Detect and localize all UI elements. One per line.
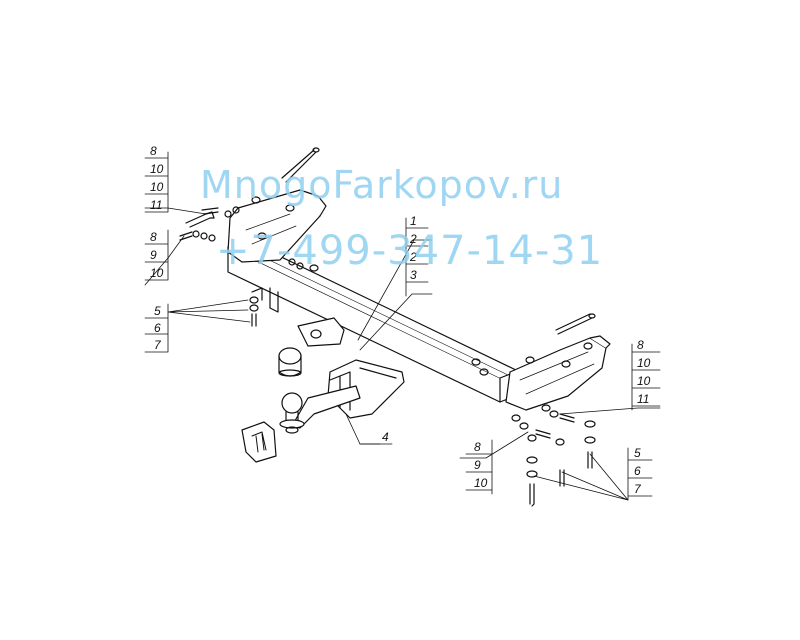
callout-left-top-2: 10 xyxy=(150,162,164,176)
callout-right-mid-3: 10 xyxy=(474,476,488,490)
callout-left-low-1: 5 xyxy=(154,304,161,318)
tow-ball xyxy=(279,392,305,434)
callout-left-top-1: 8 xyxy=(150,144,157,158)
callout-right-low-3: 7 xyxy=(634,482,642,496)
callout-center-1: 1 xyxy=(410,214,417,228)
callout-right-mid-1: 8 xyxy=(474,440,481,454)
main-crossbar xyxy=(227,239,519,403)
label-rules xyxy=(144,151,661,501)
ball-mount xyxy=(291,359,405,429)
callout-left-mid-2: 9 xyxy=(150,248,157,262)
callout-left-mid-3: 10 xyxy=(150,266,164,280)
right-bracket xyxy=(505,335,611,411)
callout-center-2: 2 xyxy=(409,232,417,246)
callout-left-low-2: 6 xyxy=(154,321,161,335)
callout-ball-mount-1: 4 xyxy=(382,430,389,444)
callout-right-top-4: 11 xyxy=(637,392,649,406)
callout-right-low-2: 6 xyxy=(634,464,641,478)
callout-left-mid-1: 8 xyxy=(150,230,157,244)
callout-right-top-1: 8 xyxy=(637,338,644,352)
callout-right-top-3: 10 xyxy=(637,374,651,388)
fasteners-right xyxy=(471,313,596,507)
callout-left-top-3: 10 xyxy=(150,180,164,194)
callout-left-low-3: 7 xyxy=(154,338,162,352)
callout-center-3: 2 xyxy=(409,250,417,264)
callout-right-mid-2: 9 xyxy=(474,458,481,472)
socket-plate xyxy=(297,317,345,347)
left-bracket xyxy=(227,189,327,313)
fasteners-left xyxy=(179,147,320,327)
plate-cover xyxy=(241,421,277,463)
ball-cap xyxy=(278,347,302,377)
callout-center-4: 3 xyxy=(410,268,417,282)
callout-left-top-4: 11 xyxy=(150,198,162,212)
callout-right-low-1: 5 xyxy=(634,446,641,460)
callout-right-top-2: 10 xyxy=(637,356,651,370)
